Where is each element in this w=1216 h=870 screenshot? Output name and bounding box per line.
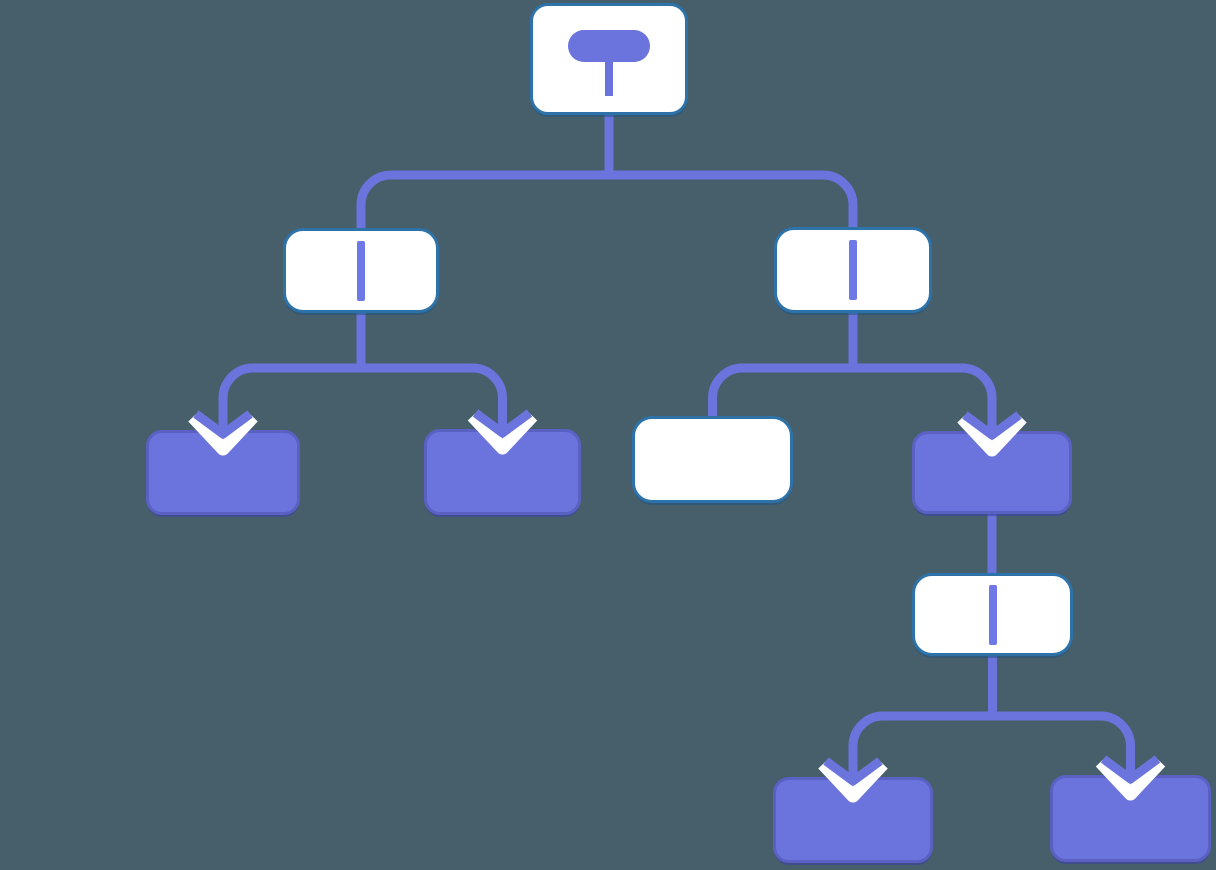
pass-through-line-icon [357,240,365,301]
node-split-lower[interactable] [912,573,1073,656]
node-target-right[interactable] [912,431,1072,514]
connector-edge-split-left-to-target-b [356,311,507,431]
connector-edge-split-lower-to-target-e [988,654,1135,777]
node-split-right[interactable] [774,227,932,313]
pass-through-line-icon [988,584,997,645]
node-target-bottom-right[interactable] [1050,775,1211,862]
pass-through-line-icon [849,240,857,300]
connector-edge-start-to-split-left [356,113,614,231]
node-target-bottom-left[interactable] [773,777,933,863]
node-target-mid-left[interactable] [424,429,581,515]
node-start[interactable] [530,3,688,115]
node-split-left[interactable] [283,228,439,313]
connector-edge-split-right-to-target-c [848,311,997,433]
connector-edge-start-to-split-right [604,113,858,230]
connector-edge-split-left-to-target-a [218,311,366,432]
node-placeholder[interactable] [632,416,793,503]
stem-icon [605,62,613,96]
connector-edge-split-right-to-placeholder [708,311,858,419]
node-target-far-left[interactable] [146,430,300,515]
pill-icon [568,30,650,62]
connector-edge-split-lower-to-target-d [848,654,997,779]
